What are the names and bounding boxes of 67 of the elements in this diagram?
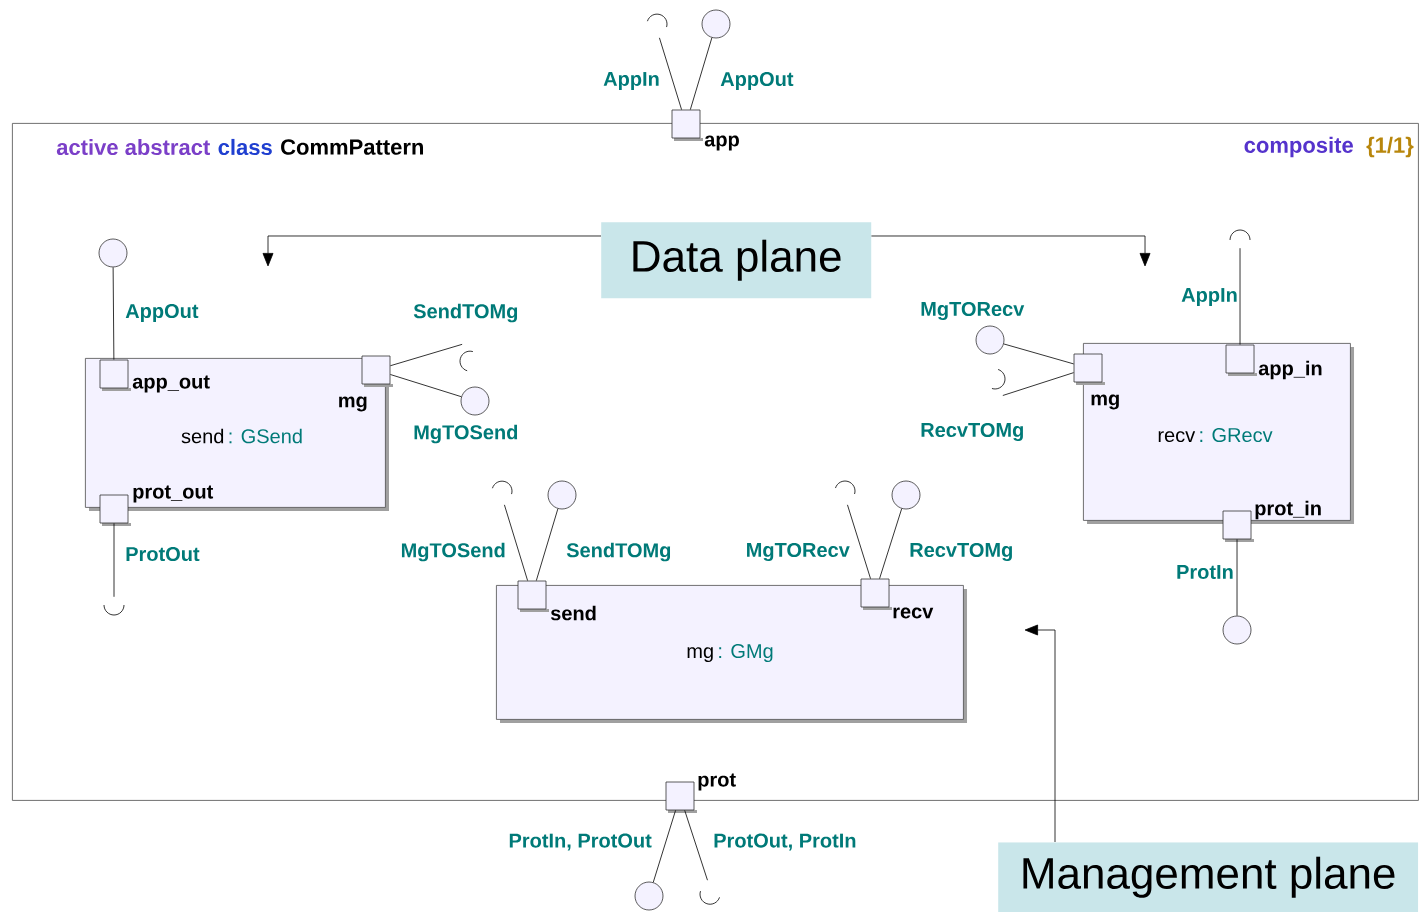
port-label: send [550, 605, 596, 621]
interface-label: ProtIn, ProtOut [509, 833, 652, 851]
interface-label: AppOut [125, 303, 199, 323]
port-label: app_out [132, 375, 210, 393]
port-label: mg [339, 396, 367, 412]
connector-line [1236, 539, 1238, 616]
interface-socket [492, 480, 513, 495]
interface-label: RecvTOMg [921, 422, 1023, 442]
interface-circle [98, 238, 128, 268]
plane-label: Management plane [998, 842, 1419, 912]
interface-label: RecvTOMg [910, 542, 1012, 562]
interface-circle [547, 480, 577, 510]
port-label: recv [893, 607, 934, 619]
multiplicity: {1/1} [1366, 136, 1414, 158]
interface-label: SendTOMg [413, 303, 518, 323]
connector-line [1002, 372, 1074, 396]
interface-label: MgTORecv [921, 301, 1025, 321]
connector-line [390, 343, 463, 367]
part-name: mg : GMg [687, 643, 773, 663]
interface-label: AppIn [1181, 288, 1237, 306]
interface-label: ProtOut, ProtIn [714, 833, 856, 851]
interface-label: MgTOSend [401, 542, 505, 562]
connector-line [689, 37, 713, 110]
port-label: prot_out [133, 485, 214, 503]
interface-socket [647, 13, 668, 28]
interface-socket [835, 480, 856, 495]
connector-line [684, 810, 708, 881]
interface-label: ProtOut [126, 546, 200, 562]
interface-socket [1229, 229, 1251, 241]
interface-circle [460, 386, 490, 416]
plane-label: Data plane [601, 222, 872, 299]
connector-line [504, 504, 528, 581]
connector-line [879, 508, 903, 579]
interface-circle [701, 9, 731, 39]
interface-label: AppIn [603, 72, 659, 90]
interface-socket [103, 604, 125, 616]
keyword: class [218, 138, 272, 156]
interface-socket [699, 890, 720, 905]
class-name: CommPattern [281, 139, 423, 155]
keyword: active abstract [56, 138, 210, 156]
interface-label: MgTOSend [414, 424, 518, 444]
connector-line [652, 810, 676, 883]
interface-circle [975, 325, 1005, 355]
connector-line [659, 37, 682, 110]
connector-line [113, 523, 115, 598]
connector-line [390, 374, 462, 398]
interface-label: ProtIn [1177, 565, 1233, 579]
connector-line [1003, 343, 1074, 365]
arrow [1024, 624, 1056, 843]
connector-line [535, 508, 559, 581]
interface-label: AppOut [720, 71, 794, 91]
port-label: app [704, 135, 739, 151]
arrow [262, 235, 602, 267]
connector-line [847, 504, 871, 579]
port-label: prot [698, 773, 736, 791]
interface-socket [459, 350, 474, 372]
interface-label: SendTOMg [566, 542, 671, 562]
interface-circle [891, 480, 921, 510]
arrow [871, 235, 1151, 267]
keyword: composite [1244, 136, 1353, 158]
interface-label: MgTORecv [747, 542, 850, 562]
interface-circle [634, 881, 664, 911]
part-name: send : GSend [181, 428, 302, 444]
interface-socket [991, 369, 1006, 390]
interface-circle [1222, 615, 1252, 645]
connector-line [112, 267, 115, 360]
connector-line [1239, 247, 1241, 345]
